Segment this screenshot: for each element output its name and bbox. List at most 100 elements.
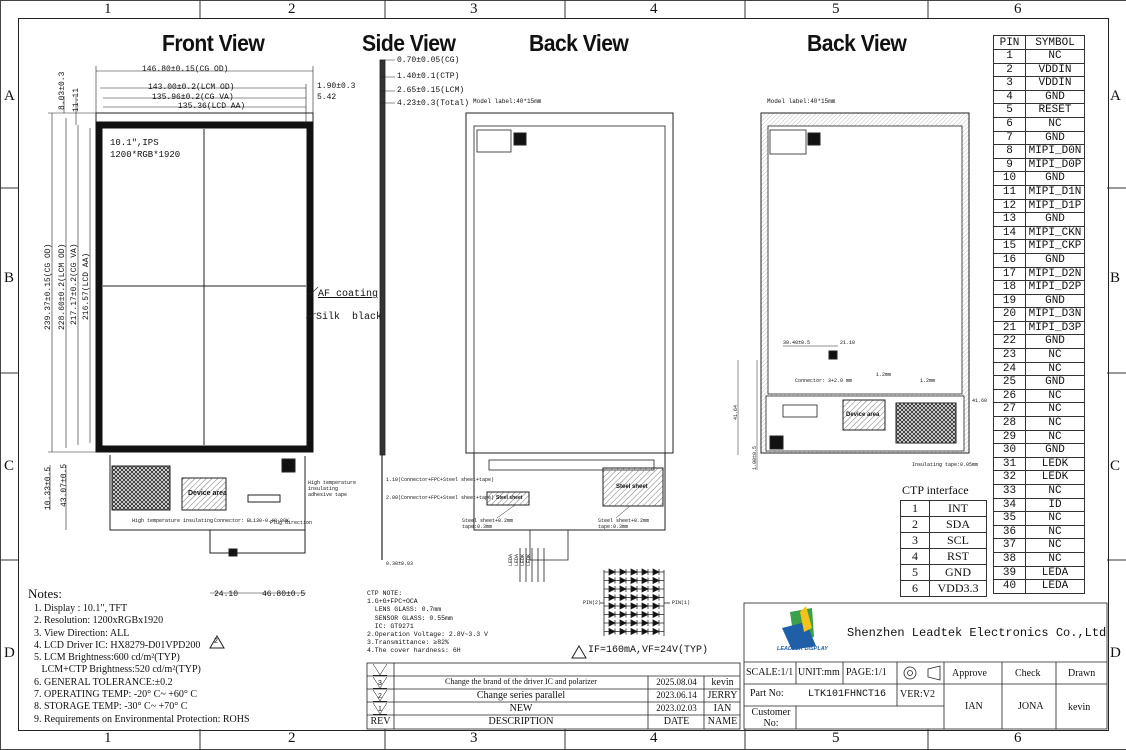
- pin-number: 31: [993, 456, 1026, 472]
- pin-number: 16: [993, 252, 1026, 268]
- dim-left-top-2: 11.11: [72, 87, 81, 112]
- ctp-pin-signal: VDD3.3: [929, 580, 987, 597]
- pin-symbol: GND: [1025, 443, 1085, 458]
- revision-name: IAN: [713, 703, 732, 714]
- zone-row-a-right: A: [1110, 88, 1121, 104]
- pin-symbol: NC: [1025, 416, 1085, 431]
- pin-number: 39: [993, 565, 1026, 581]
- pin-number: 25: [993, 375, 1026, 390]
- led-diode: [630, 593, 638, 602]
- ctp-pin-number: 4: [900, 548, 930, 565]
- notes-title: Notes:: [28, 586, 62, 601]
- ctp-pin-number: 2: [900, 516, 930, 533]
- led-circuit: [600, 568, 670, 636]
- revision-description: NEW: [509, 703, 533, 714]
- pin-number: 27: [993, 402, 1026, 418]
- pin-number: 40: [993, 579, 1026, 594]
- pin-symbol: NC: [1025, 361, 1085, 377]
- pin-symbol: NC: [1025, 402, 1085, 418]
- pin-symbol: LEDK: [1025, 470, 1085, 485]
- side-dim-lcm: 2.65±0.15(LCM): [397, 86, 465, 95]
- pin-symbol: MIPI_D2N: [1025, 266, 1085, 282]
- title-block-grid: [366, 602, 1108, 730]
- warning-triangles: [209, 635, 587, 659]
- pin-number: 1: [993, 49, 1026, 64]
- note-line: 4. LCD Driver IC: HX8279-D01VPD200: [34, 639, 201, 651]
- pin-symbol: MIPI_CKN: [1025, 225, 1085, 241]
- zone-row-d-right: D: [1110, 645, 1121, 661]
- side-dim-cg: 0.70±0.05(CG): [397, 56, 460, 65]
- pin-number: 6: [993, 116, 1026, 132]
- ctp-pin-number: 1: [900, 500, 930, 517]
- back-steel-sheet-left: Steel sheet: [496, 495, 523, 501]
- pin-number: 28: [993, 416, 1026, 431]
- symbol-header: SYMBOL: [1025, 35, 1085, 50]
- led-diode: [641, 568, 649, 576]
- side-note-3: 0.30±0.03: [386, 561, 414, 567]
- led-diode: [619, 610, 627, 619]
- pin-number: 23: [993, 348, 1026, 363]
- label-high-temp-tape: High temperature insulating adhesive tap…: [308, 480, 357, 498]
- pin-symbol: ID: [1025, 497, 1085, 513]
- pin-symbol: GND: [1025, 130, 1085, 146]
- callout-af-coating: AF coating: [318, 289, 379, 300]
- led-diode: [641, 627, 649, 636]
- zone-col-2-top: 2: [288, 1, 296, 17]
- back-dim-4: 1.00±0.5: [752, 445, 758, 470]
- zone-col-5-bottom: 5: [832, 730, 840, 746]
- note-line: 1. Display : 10.1", TFT: [34, 603, 128, 614]
- led-diode: [652, 619, 660, 627]
- note-line: 5. LCM Brightness:600 cd/m²(TYP): [34, 652, 180, 664]
- back-dim-1: 30.40±0.5: [783, 340, 811, 346]
- revision-name: kevin: [711, 677, 734, 688]
- led-diode: [641, 602, 649, 610]
- pin-number: 9: [993, 157, 1026, 173]
- checker-name: JONA: [1018, 701, 1044, 712]
- side-view-title: Side View: [362, 30, 456, 56]
- revision-description: Change series parallel: [476, 690, 566, 701]
- pin-symbol: NC: [1025, 429, 1085, 445]
- approve-label: Approve: [952, 668, 987, 679]
- zone-row-c-right: C: [1110, 458, 1121, 474]
- ctp-interface-title: CTP interface: [902, 483, 969, 497]
- zone-col-6-top: 6: [1014, 1, 1022, 17]
- front-view-title: Front View: [162, 30, 265, 56]
- zone-col-4-top: 4: [650, 1, 658, 17]
- zone-row-c-left: C: [4, 458, 15, 474]
- led-diode: [619, 602, 627, 610]
- revision-header-rev: REV: [370, 716, 391, 727]
- revision-date: 2025.08.04: [656, 677, 697, 687]
- pin-symbol: MIPI_D1P: [1025, 198, 1085, 214]
- drawn-label: Drawn: [1068, 668, 1096, 679]
- ctp-pin-signal: RST: [929, 548, 987, 565]
- front-device-area: Device area: [188, 490, 227, 497]
- note-line: 8. STORAGE TEMP: -30° C~ +70° C: [34, 701, 188, 713]
- pin-symbol: GND: [1025, 89, 1085, 105]
- ctp-note-line: LENS GLASS: 0.7mm: [367, 606, 442, 614]
- pin-number: 3: [993, 76, 1026, 91]
- led-rail-right: PIN(1): [672, 600, 691, 606]
- led-diode: [641, 593, 649, 602]
